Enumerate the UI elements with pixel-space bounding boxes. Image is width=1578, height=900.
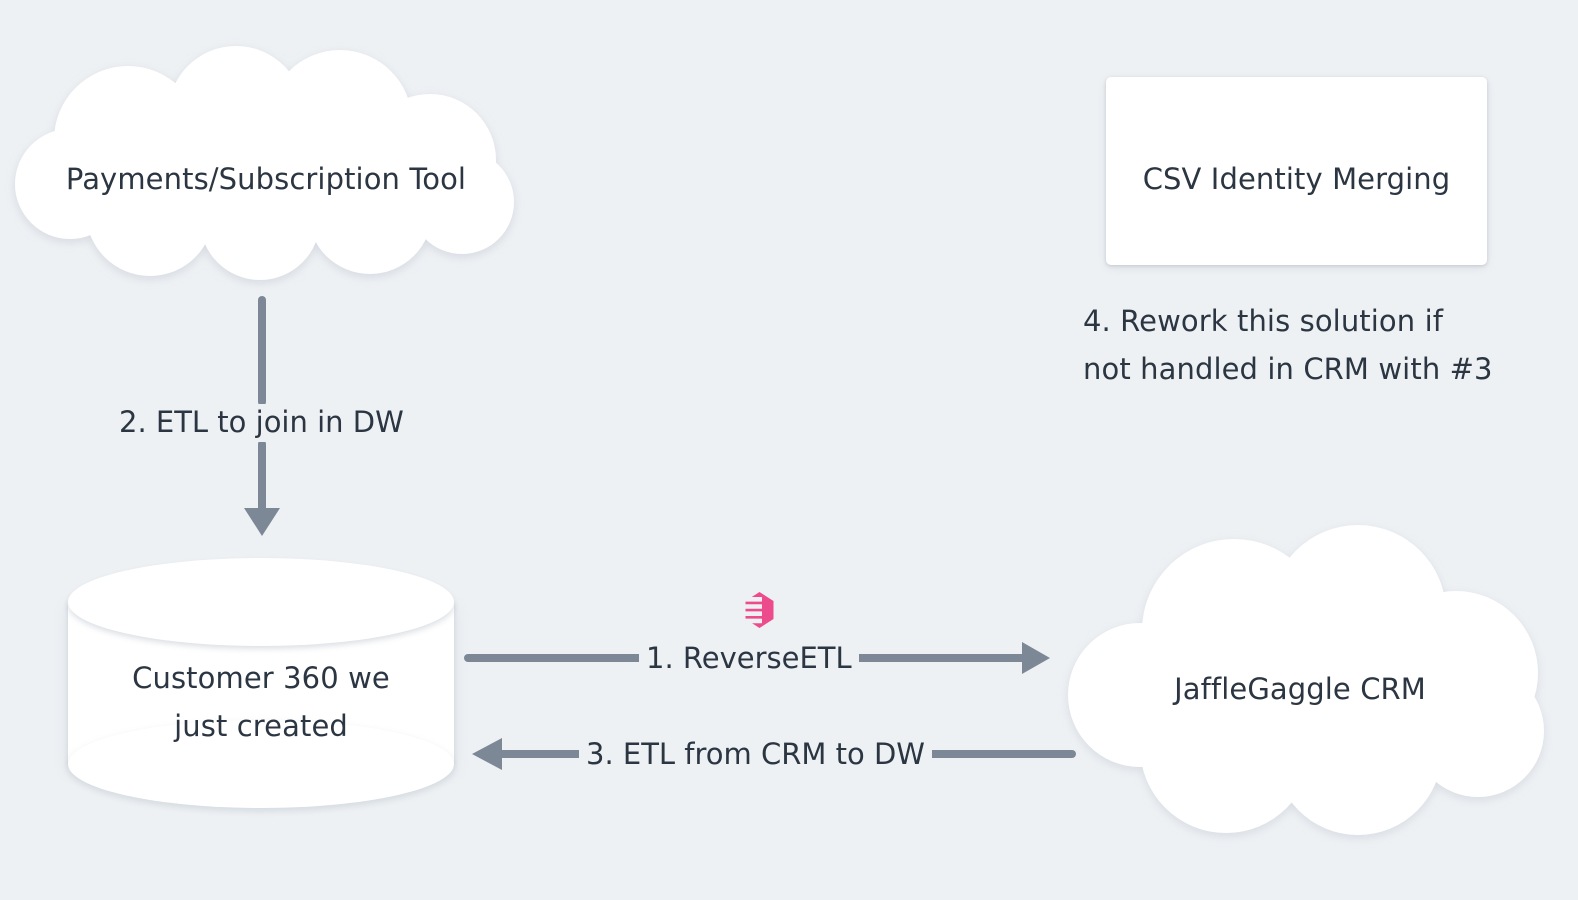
- cylinder-bottom-ellipse: [68, 720, 454, 808]
- dbt-logo-icon: [735, 590, 781, 630]
- cylinder-top-ellipse: [68, 558, 454, 646]
- node-customer-360-warehouse[interactable]: [68, 558, 454, 808]
- arrowhead-right-icon: [1022, 642, 1050, 674]
- arrowhead-left-icon: [472, 738, 502, 770]
- arrowhead-down-icon: [244, 508, 280, 536]
- edge-etl-join-segment-bottom: [244, 440, 280, 536]
- node-payments-subscription-tool[interactable]: [10, 46, 522, 280]
- edge-etl-from-crm: [472, 738, 1076, 770]
- node-jafflegaggle-crm[interactable]: [1058, 523, 1544, 841]
- edge-etl-join-segment-top: [258, 296, 266, 406]
- edge-reverse-etl: [464, 642, 1050, 674]
- cloud-shape: [15, 46, 514, 280]
- edge-label-etl-join: 2. ETL to join in DW: [112, 404, 411, 442]
- cloud-shape: [1068, 525, 1544, 835]
- node-csv-identity-merging[interactable]: [1106, 77, 1487, 265]
- annotation-rework-note: 4. Rework this solution if not handled i…: [1083, 304, 1493, 387]
